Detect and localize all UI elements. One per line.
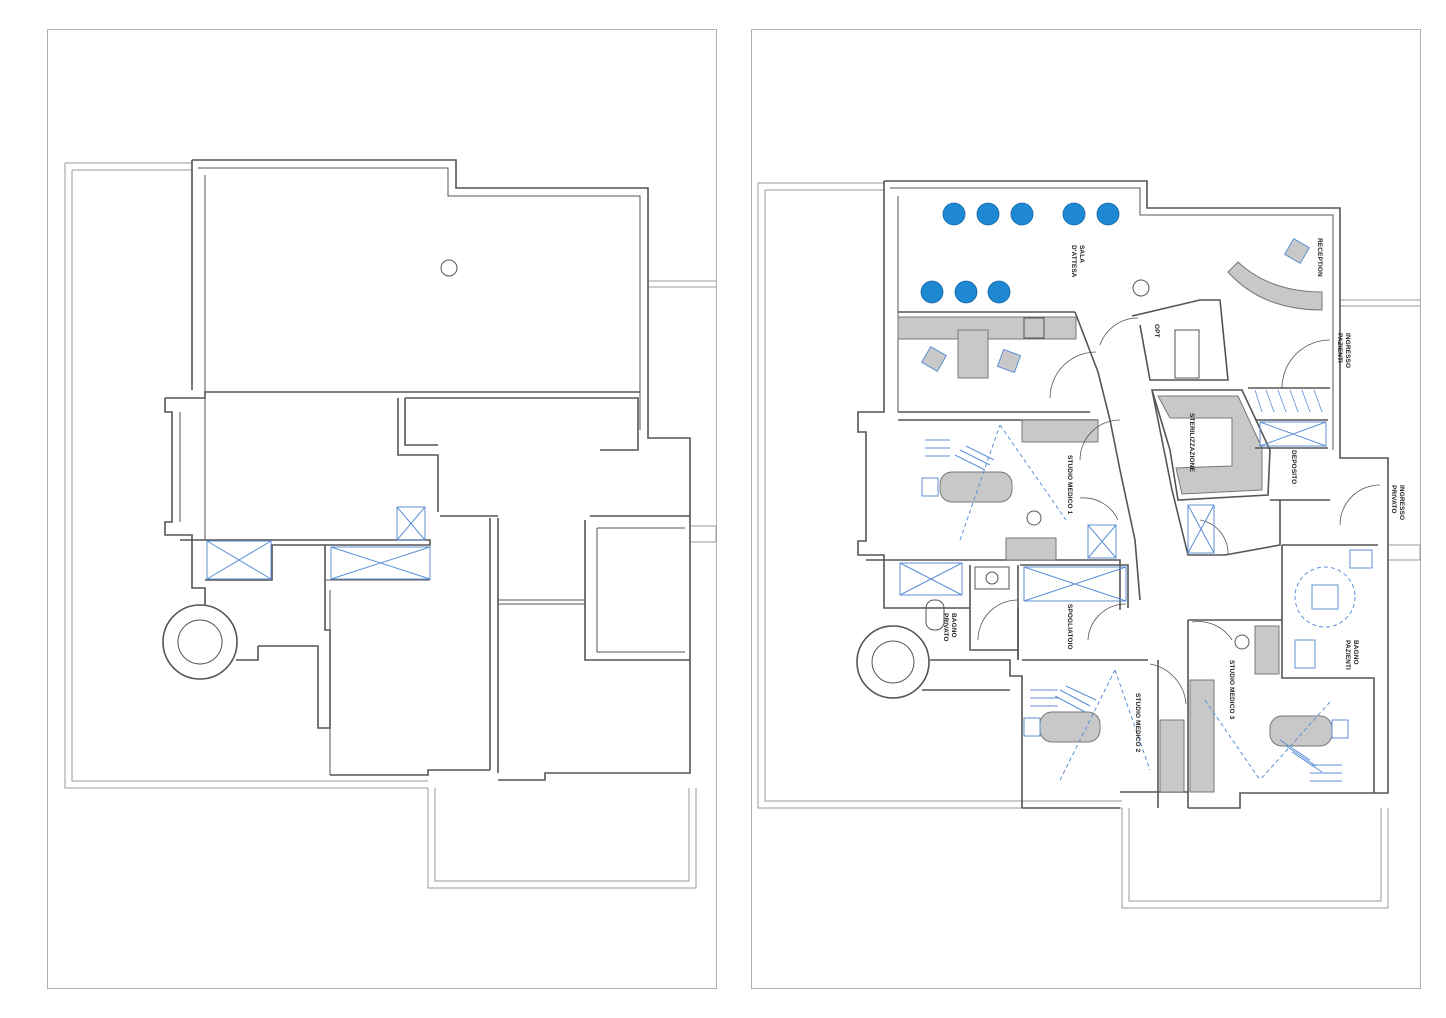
waiting-table (957, 329, 989, 379)
right-balcony (1340, 299, 1421, 561)
label-studio-3: STUDIO MEDICO 3 (1228, 660, 1235, 720)
studio-2-walls (1022, 659, 1188, 809)
doors (977, 317, 1381, 705)
shafts (899, 421, 1327, 602)
corridor-left-wall (1074, 311, 1141, 601)
round-tower-outer (162, 604, 238, 680)
wall-right (440, 515, 690, 773)
label-bagno-privato: BAGNO PRIVATO (942, 613, 957, 642)
corridor-right-wall (1151, 389, 1281, 556)
project-sheet-frame (751, 29, 1421, 989)
deposito-walls (1248, 387, 1330, 501)
label-spogliatoio: SPOGLIATOIO (1066, 604, 1073, 650)
waiting-chairs (920, 202, 1120, 304)
column (440, 259, 458, 277)
outer-wall-inner (890, 187, 1334, 450)
wardrobe (1254, 389, 1323, 413)
label-opt: OPT (1153, 324, 1160, 338)
label-deposito: DEPOSITO (1290, 450, 1297, 484)
studio-1-counter (1021, 419, 1099, 443)
studio-3-walls (1187, 544, 1378, 808)
bottom-terrace (427, 788, 697, 889)
outer-wall (857, 180, 1389, 809)
bath-spogliatoio (900, 564, 1129, 660)
studio-1-walls (866, 419, 1121, 660)
label-ingresso-privato: INGRESSO PRIVATO (1390, 485, 1405, 522)
label-studio-2: STUDIO MEDICO 2 (1134, 693, 1141, 753)
tower-walls (922, 659, 1023, 808)
studio-3-counter (1189, 679, 1215, 793)
dental-chairs (921, 317, 1373, 782)
office-tables (921, 238, 1310, 374)
right-balcony (648, 280, 717, 543)
wall-left-upper (164, 391, 640, 605)
round-tower-inner (177, 619, 223, 665)
label-reception: RECEPTION (1316, 238, 1323, 277)
wall-left-inner (179, 398, 206, 540)
studio-2-counter (1159, 719, 1185, 793)
existing-plan (64, 159, 717, 889)
wall-corridor (404, 397, 639, 451)
label-ingresso-pazienti: INGRESSO PAZIENTI (1336, 333, 1351, 370)
round-tower-inner (871, 640, 915, 684)
terrace-outline (757, 182, 1122, 809)
label-studio-1: STUDIO MEDICO 1 (1066, 455, 1073, 515)
outer-wall-inner (198, 167, 641, 430)
waiting-divider (898, 311, 1090, 413)
label-sterilizzazione: STERILIZZAZIONE (1188, 413, 1195, 472)
wall-right-inner (498, 527, 685, 653)
room-labels: SALA D'ATTESA RECEPTION OPT INGRESSO PAZ… (942, 238, 1405, 753)
wall-bottom-thin (325, 579, 430, 775)
terrace-outline (64, 162, 428, 789)
existing-sheet-frame (47, 29, 717, 989)
opt-room (1131, 299, 1229, 381)
label-bagno-pazienti: BAGNO PAZIENTI (1344, 640, 1359, 670)
label-sala: SALA D'ATTESA (1070, 245, 1085, 278)
round-tower-outer (856, 625, 930, 699)
project-plan (757, 180, 1421, 909)
wall-mid (180, 398, 439, 581)
reception-desk (1227, 261, 1323, 311)
column (1132, 279, 1150, 297)
sterilization-counter (1157, 395, 1263, 495)
shafts (206, 506, 431, 580)
sterilization-room (1150, 389, 1271, 501)
studio-1-cabinet (1005, 537, 1057, 561)
bottom-terrace (1121, 808, 1389, 909)
outer-wall-top (191, 159, 691, 781)
studio-3-cabinet (1254, 625, 1280, 675)
